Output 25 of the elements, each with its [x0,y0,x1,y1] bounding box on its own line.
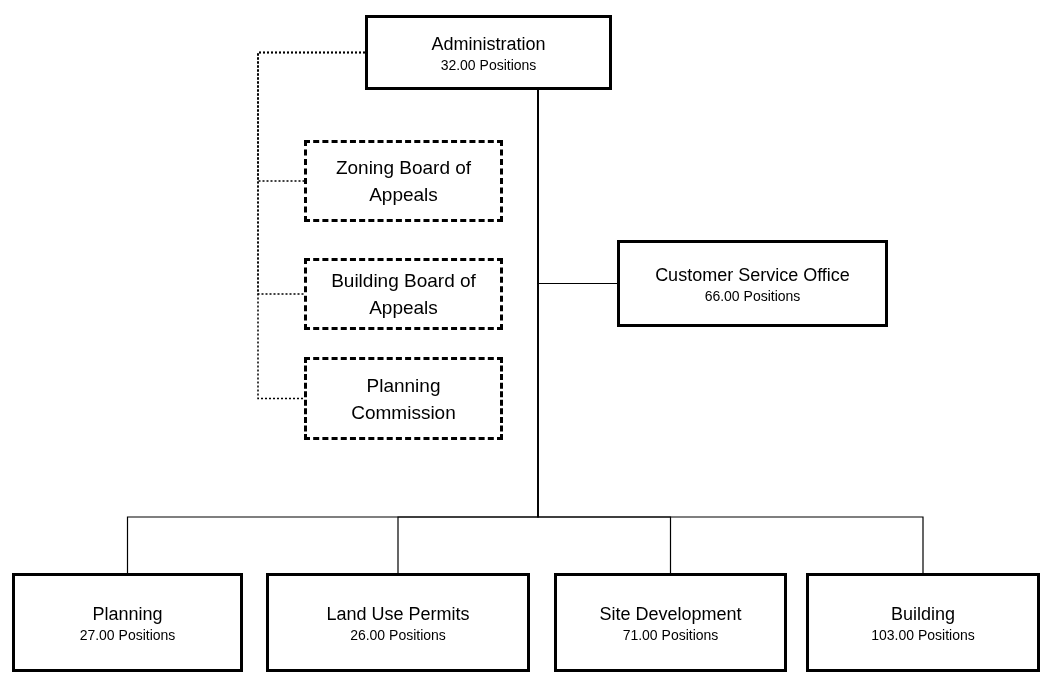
department-box [617,240,888,327]
department-box [554,573,787,672]
unit-name: Planning Commission [350,373,457,425]
unit-name: Building Board of Appeals [330,269,477,320]
board-box [304,140,503,222]
position-count: 32.00 Positions [440,55,537,74]
unit-name: Land Use Permits [326,602,470,626]
position-count: 66.00 Positions [704,286,801,305]
unit-name: Planning [92,602,163,626]
board-box [304,258,503,330]
unit-name: Customer Service Office [655,263,850,287]
dotted-connector [257,51,366,400]
department-box [806,573,1040,672]
department-box [266,573,530,672]
department-box [365,15,612,90]
position-count: 27.00 Positions [79,625,176,644]
unit-name: Building [890,602,955,626]
unit-name: Zoning Board of Appeals [334,156,473,207]
position-count: 71.00 Positions [622,625,719,644]
position-count: 26.00 Positions [350,625,446,644]
position-count: 103.00 Positions [871,625,975,644]
department-box [12,573,243,672]
unit-name: Administration [431,32,546,56]
unit-name: Site Development [599,602,742,626]
board-box [304,357,503,440]
